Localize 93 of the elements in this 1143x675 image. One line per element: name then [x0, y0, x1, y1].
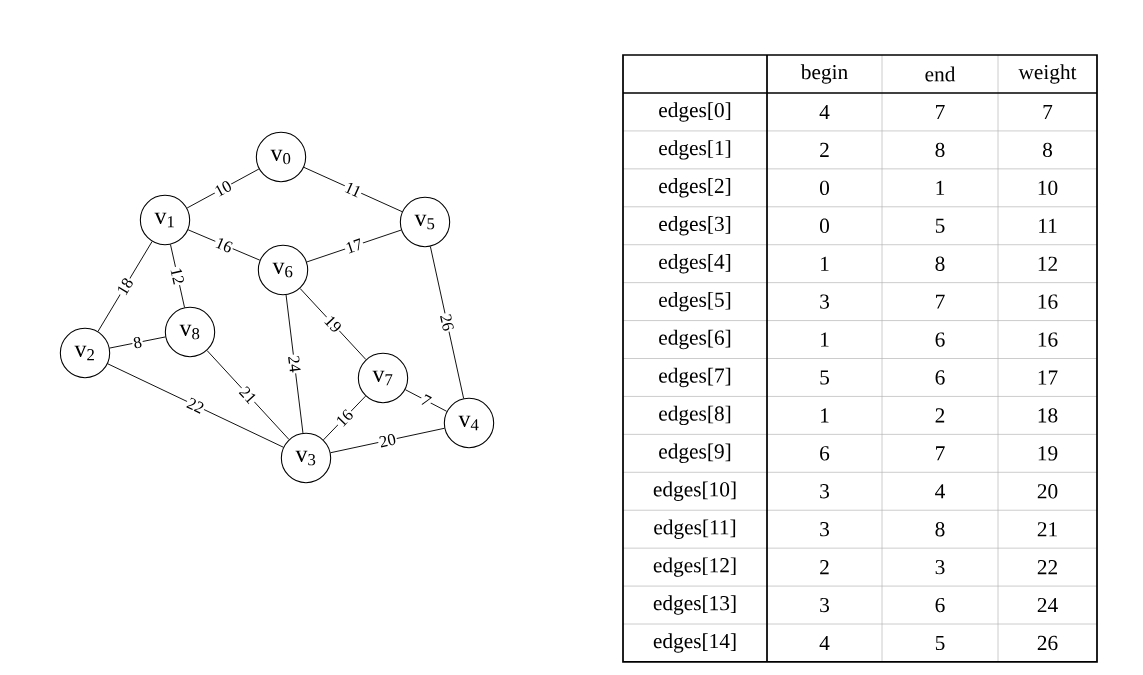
cell-value: 4	[819, 635, 830, 650]
edge-line	[429, 246, 465, 399]
edge-line	[323, 395, 366, 441]
cell-value: 20	[1037, 484, 1058, 499]
edge-line	[206, 350, 290, 440]
weight-label: 16	[212, 235, 236, 255]
edge-line	[97, 241, 153, 332]
cell-value: 0	[820, 180, 829, 195]
cell-value: 16	[1038, 294, 1058, 309]
cell-value: 4	[819, 104, 830, 119]
edge-line	[306, 229, 402, 263]
cell-value: 3	[820, 294, 829, 309]
row-label: edges[0]	[659, 102, 731, 122]
cell-value: 19	[1038, 446, 1058, 461]
cell-value: 7	[1043, 105, 1053, 119]
cell-value: 2	[820, 142, 829, 157]
edge-line	[187, 229, 261, 261]
cell-value: 5	[820, 370, 829, 385]
row-label: edges[10]	[653, 481, 736, 501]
row-label: edges[7]	[659, 367, 731, 388]
row-label: edges[14]	[653, 633, 736, 653]
cell-value: 1	[821, 256, 829, 271]
weight-label: 24	[286, 353, 303, 375]
cell-value: 1	[936, 180, 945, 195]
cell-value: 3	[820, 522, 829, 537]
weight-label: 22	[184, 395, 207, 416]
edge-line	[330, 427, 445, 454]
weight-label: 18	[114, 275, 136, 298]
row-label: edges[9]	[659, 443, 731, 464]
row-label: edges[13]	[653, 595, 736, 615]
cell-value: 21	[1037, 522, 1057, 537]
cell-value: 8	[935, 522, 945, 537]
edge-line	[299, 288, 367, 360]
weight-label: 21	[236, 383, 260, 407]
row-label: edges[12]	[653, 557, 736, 577]
edge-line	[186, 168, 260, 209]
row-label: edges[2]	[659, 178, 731, 198]
cell-value: 5	[935, 218, 945, 233]
cell-value: 2	[935, 408, 945, 423]
weight-label: 11	[342, 179, 364, 200]
weight-label: 26	[438, 311, 456, 334]
row-label: edges[5]	[659, 291, 731, 312]
cell-value: 2	[820, 560, 829, 575]
weight-label: 17	[343, 236, 365, 256]
cell-value: 3	[820, 484, 829, 499]
cell-value: 18	[1038, 408, 1058, 423]
edge-line	[109, 336, 166, 349]
cell-value: 10	[1038, 180, 1058, 195]
cell-value: 5	[935, 635, 945, 651]
weight-label: 20	[376, 432, 399, 449]
cell-value: 4	[935, 484, 945, 499]
edge-line	[404, 389, 448, 412]
row-label: edges[1]	[659, 140, 731, 160]
weight-label: 10	[211, 178, 235, 199]
cell-value: 6	[820, 446, 830, 461]
edge-line	[170, 244, 185, 308]
row-label: edges[4]	[659, 254, 731, 274]
column-header: weight	[1018, 64, 1077, 84]
cell-value: 6	[935, 332, 945, 347]
column-header: end	[925, 66, 956, 82]
cell-value: 0	[820, 218, 829, 233]
edge-line	[303, 166, 403, 213]
cell-value: 8	[935, 142, 945, 158]
cell-value: 16	[1038, 332, 1058, 347]
cell-value: 1	[821, 332, 829, 347]
weight-label: 12	[169, 265, 186, 287]
weight-label: 19	[321, 312, 345, 336]
column-header: begin	[800, 64, 848, 84]
cell-value: 3	[820, 597, 829, 613]
cell-value: 11	[1039, 218, 1057, 233]
edge-line	[107, 363, 284, 448]
cell-value: 17	[1038, 370, 1058, 385]
row-label: edges[8]	[659, 405, 731, 426]
cell-value: 22	[1037, 560, 1057, 575]
cell-value: 7	[936, 294, 945, 309]
row-label: edges[11]	[654, 519, 736, 539]
cell-value: 1	[821, 408, 829, 423]
cell-value: 8	[935, 256, 945, 271]
cell-value: 12	[1038, 256, 1057, 271]
edge-line	[285, 294, 304, 434]
cell-value: 8	[1043, 142, 1052, 158]
weight-label: 7	[418, 392, 434, 409]
cell-value: 6	[935, 597, 945, 613]
cell-value: 3	[935, 559, 945, 575]
cell-value: 6	[935, 370, 945, 385]
weight-label: 16	[333, 406, 356, 430]
row-label: edges[3]	[659, 216, 731, 236]
cell-value: 26	[1037, 635, 1058, 651]
row-label: edges[6]	[659, 329, 731, 350]
cell-value: 7	[936, 105, 945, 119]
cell-value: 24	[1037, 598, 1058, 613]
weight-label: 8	[131, 334, 144, 351]
cell-value: 7	[936, 446, 945, 461]
